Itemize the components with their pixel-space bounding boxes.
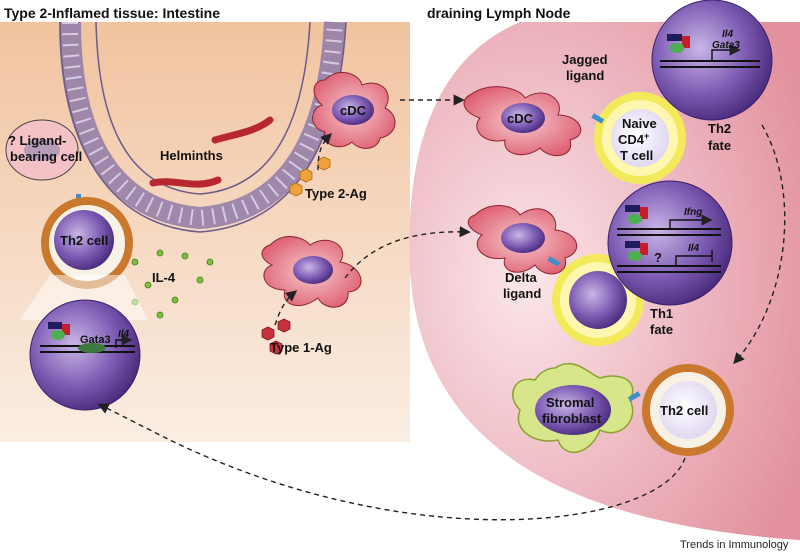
gata3-gene-top-label: Gata3 (712, 40, 740, 51)
naive-cd4-sup: + (644, 131, 649, 141)
th2-cell-left-label: Th2 cell (60, 233, 108, 248)
jagged-label-1: Jagged (562, 52, 608, 67)
jagged-label-2: ligand (566, 68, 604, 83)
arrow-type2-to-cdc (317, 133, 332, 171)
th2-cell-tissue: Th2 cell (41, 197, 133, 289)
arrow-type1-to-cdc (274, 290, 298, 326)
lymph-node-panel-title: draining Lymph Node (427, 5, 571, 21)
ligand-bearing-cell: ? Ligand- bearing cell (5, 119, 82, 210)
th1-fate-label-2: fate (650, 322, 673, 337)
arrow-th2-fate-to-th2-cell (733, 124, 786, 365)
th2-cell-lymph-node: Th2 cell (642, 364, 734, 456)
helminths: Helminths (149, 116, 274, 188)
naive-label-3: T cell (620, 148, 653, 163)
stromal-label-2: fibroblast (542, 411, 602, 426)
th1-fate-label-1: Th1 (650, 306, 673, 321)
naive-label-2: CD4+ (618, 131, 649, 147)
cdc-tissue: cDC (312, 71, 396, 149)
th2-fate-nucleus: Il4 Gata3 (651, 0, 773, 121)
delta-label-2: ligand (503, 286, 541, 301)
ligand-bearing-label-2: bearing cell (10, 149, 82, 164)
stromal-fibroblast: Stromal fibroblast (512, 362, 641, 454)
th1-precursor-cell (552, 254, 644, 346)
naive-label-1: Naive (622, 116, 657, 131)
q-mark-label: ? (654, 250, 662, 265)
helminths-label: Helminths (160, 148, 223, 163)
type2-antigen-hexagons (289, 156, 331, 197)
flow-arrows (97, 94, 786, 521)
tissue-panel-title: Type 2-Inflamed tissue: Intestine (4, 5, 220, 21)
arrow-th2-back-to-tissue (97, 403, 686, 521)
stromal-label-1: Stromal (546, 395, 594, 410)
th2-fate-label-1: Th2 (708, 121, 731, 136)
th2-nucleus-zoom-left: Gata3 Il4 (29, 299, 141, 411)
th2-cell-ln-label: Th2 cell (660, 403, 708, 418)
cdc-delta-lymph-node (467, 205, 578, 275)
ifng-gene-label: Ifng (684, 207, 702, 218)
ligand-bearing-label-1: ? Ligand- (8, 133, 67, 148)
journal-footer: Trends in Immunology (680, 539, 789, 551)
type2-ag-label: Type 2-Ag (305, 186, 367, 201)
cdc-tissue-label: cDC (340, 103, 367, 118)
arrow-type1-cdc-to-ln (344, 226, 471, 279)
zoom-cone-left (20, 275, 148, 320)
cdc-lymph-node: cDC (463, 86, 582, 156)
delta-label-1: Delta (505, 270, 538, 285)
type1-antigen-hexagons (261, 318, 291, 355)
cdc-type1-tissue (261, 236, 362, 308)
th1-fate-nucleus: Ifng ? Il4 (607, 180, 733, 306)
il4-gene-top-label: Il4 (722, 29, 734, 40)
type1-ag-label: Type 1-Ag (270, 340, 332, 355)
il4-gene-left-label: Il4 (118, 329, 130, 340)
th2-fate-label-2: fate (708, 138, 731, 153)
cdc-ln-label: cDC (507, 111, 534, 126)
naive-cd4-t-cell: Naive CD4+ T cell (591, 92, 686, 184)
naive-cd4-label: CD4 (618, 132, 645, 147)
il4-gene-th1-label: Il4 (688, 243, 700, 254)
gata3-left-label: Gata3 (80, 334, 111, 346)
il4-label: IL-4 (152, 270, 176, 285)
